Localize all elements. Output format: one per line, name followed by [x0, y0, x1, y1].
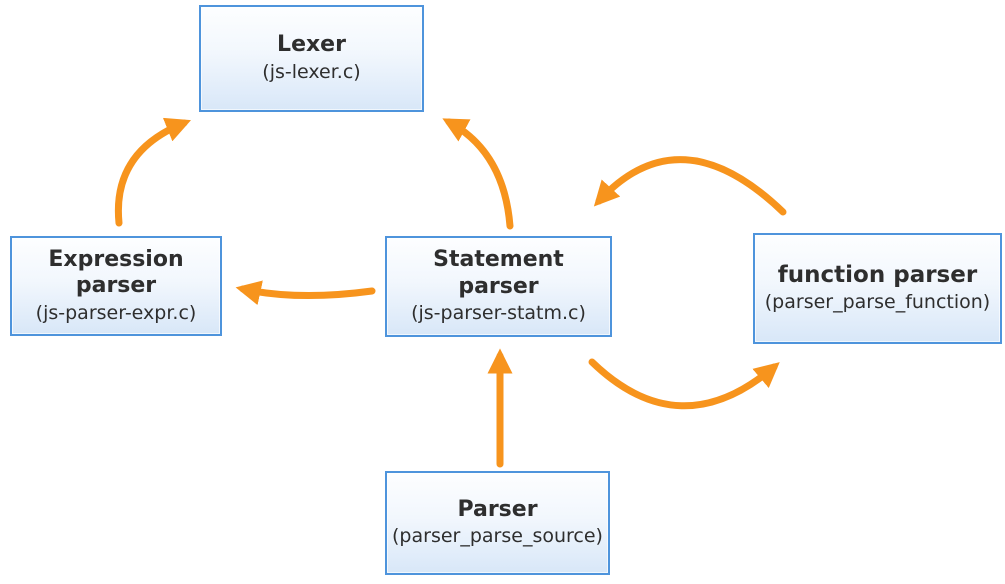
- node-expression-parser: Expression parser (js-parser-expr.c): [10, 236, 222, 336]
- edge-statement-parser-to-expression-parser-arrow: [235, 280, 376, 306]
- node-statement-parser: Statement parser (js-parser-statm.c): [385, 236, 612, 337]
- node-parser-subtitle: (parser_parse_source): [392, 525, 603, 548]
- node-statement-parser-title: Statement parser: [433, 247, 564, 299]
- node-function-parser-title: function parser: [777, 261, 978, 288]
- node-lexer: Lexer (js-lexer.c): [199, 5, 424, 112]
- node-expression-parser-title: Expression parser: [48, 246, 184, 299]
- node-lexer-subtitle: (js-lexer.c): [262, 60, 361, 83]
- node-parser: Parser (parser_parse_source): [385, 471, 610, 575]
- edge-function-parser-to-statement-parser-arrow: [593, 156, 787, 216]
- node-statement-parser-subtitle: (js-parser-statm.c): [411, 302, 586, 325]
- node-expression-parser-subtitle: (js-parser-expr.c): [35, 301, 197, 324]
- edge-expression-parser-to-lexer-arrow: [114, 117, 192, 227]
- edge-statement-parser-to-function-parser-arrow: [588, 358, 780, 410]
- node-function-parser: function parser (parser_parse_function): [753, 233, 1002, 344]
- edge-statement-parser-to-lexer-arrow: [442, 118, 514, 230]
- node-function-parser-subtitle: (parser_parse_function): [764, 291, 991, 314]
- node-lexer-title: Lexer: [277, 32, 346, 58]
- node-parser-title: Parser: [457, 496, 538, 522]
